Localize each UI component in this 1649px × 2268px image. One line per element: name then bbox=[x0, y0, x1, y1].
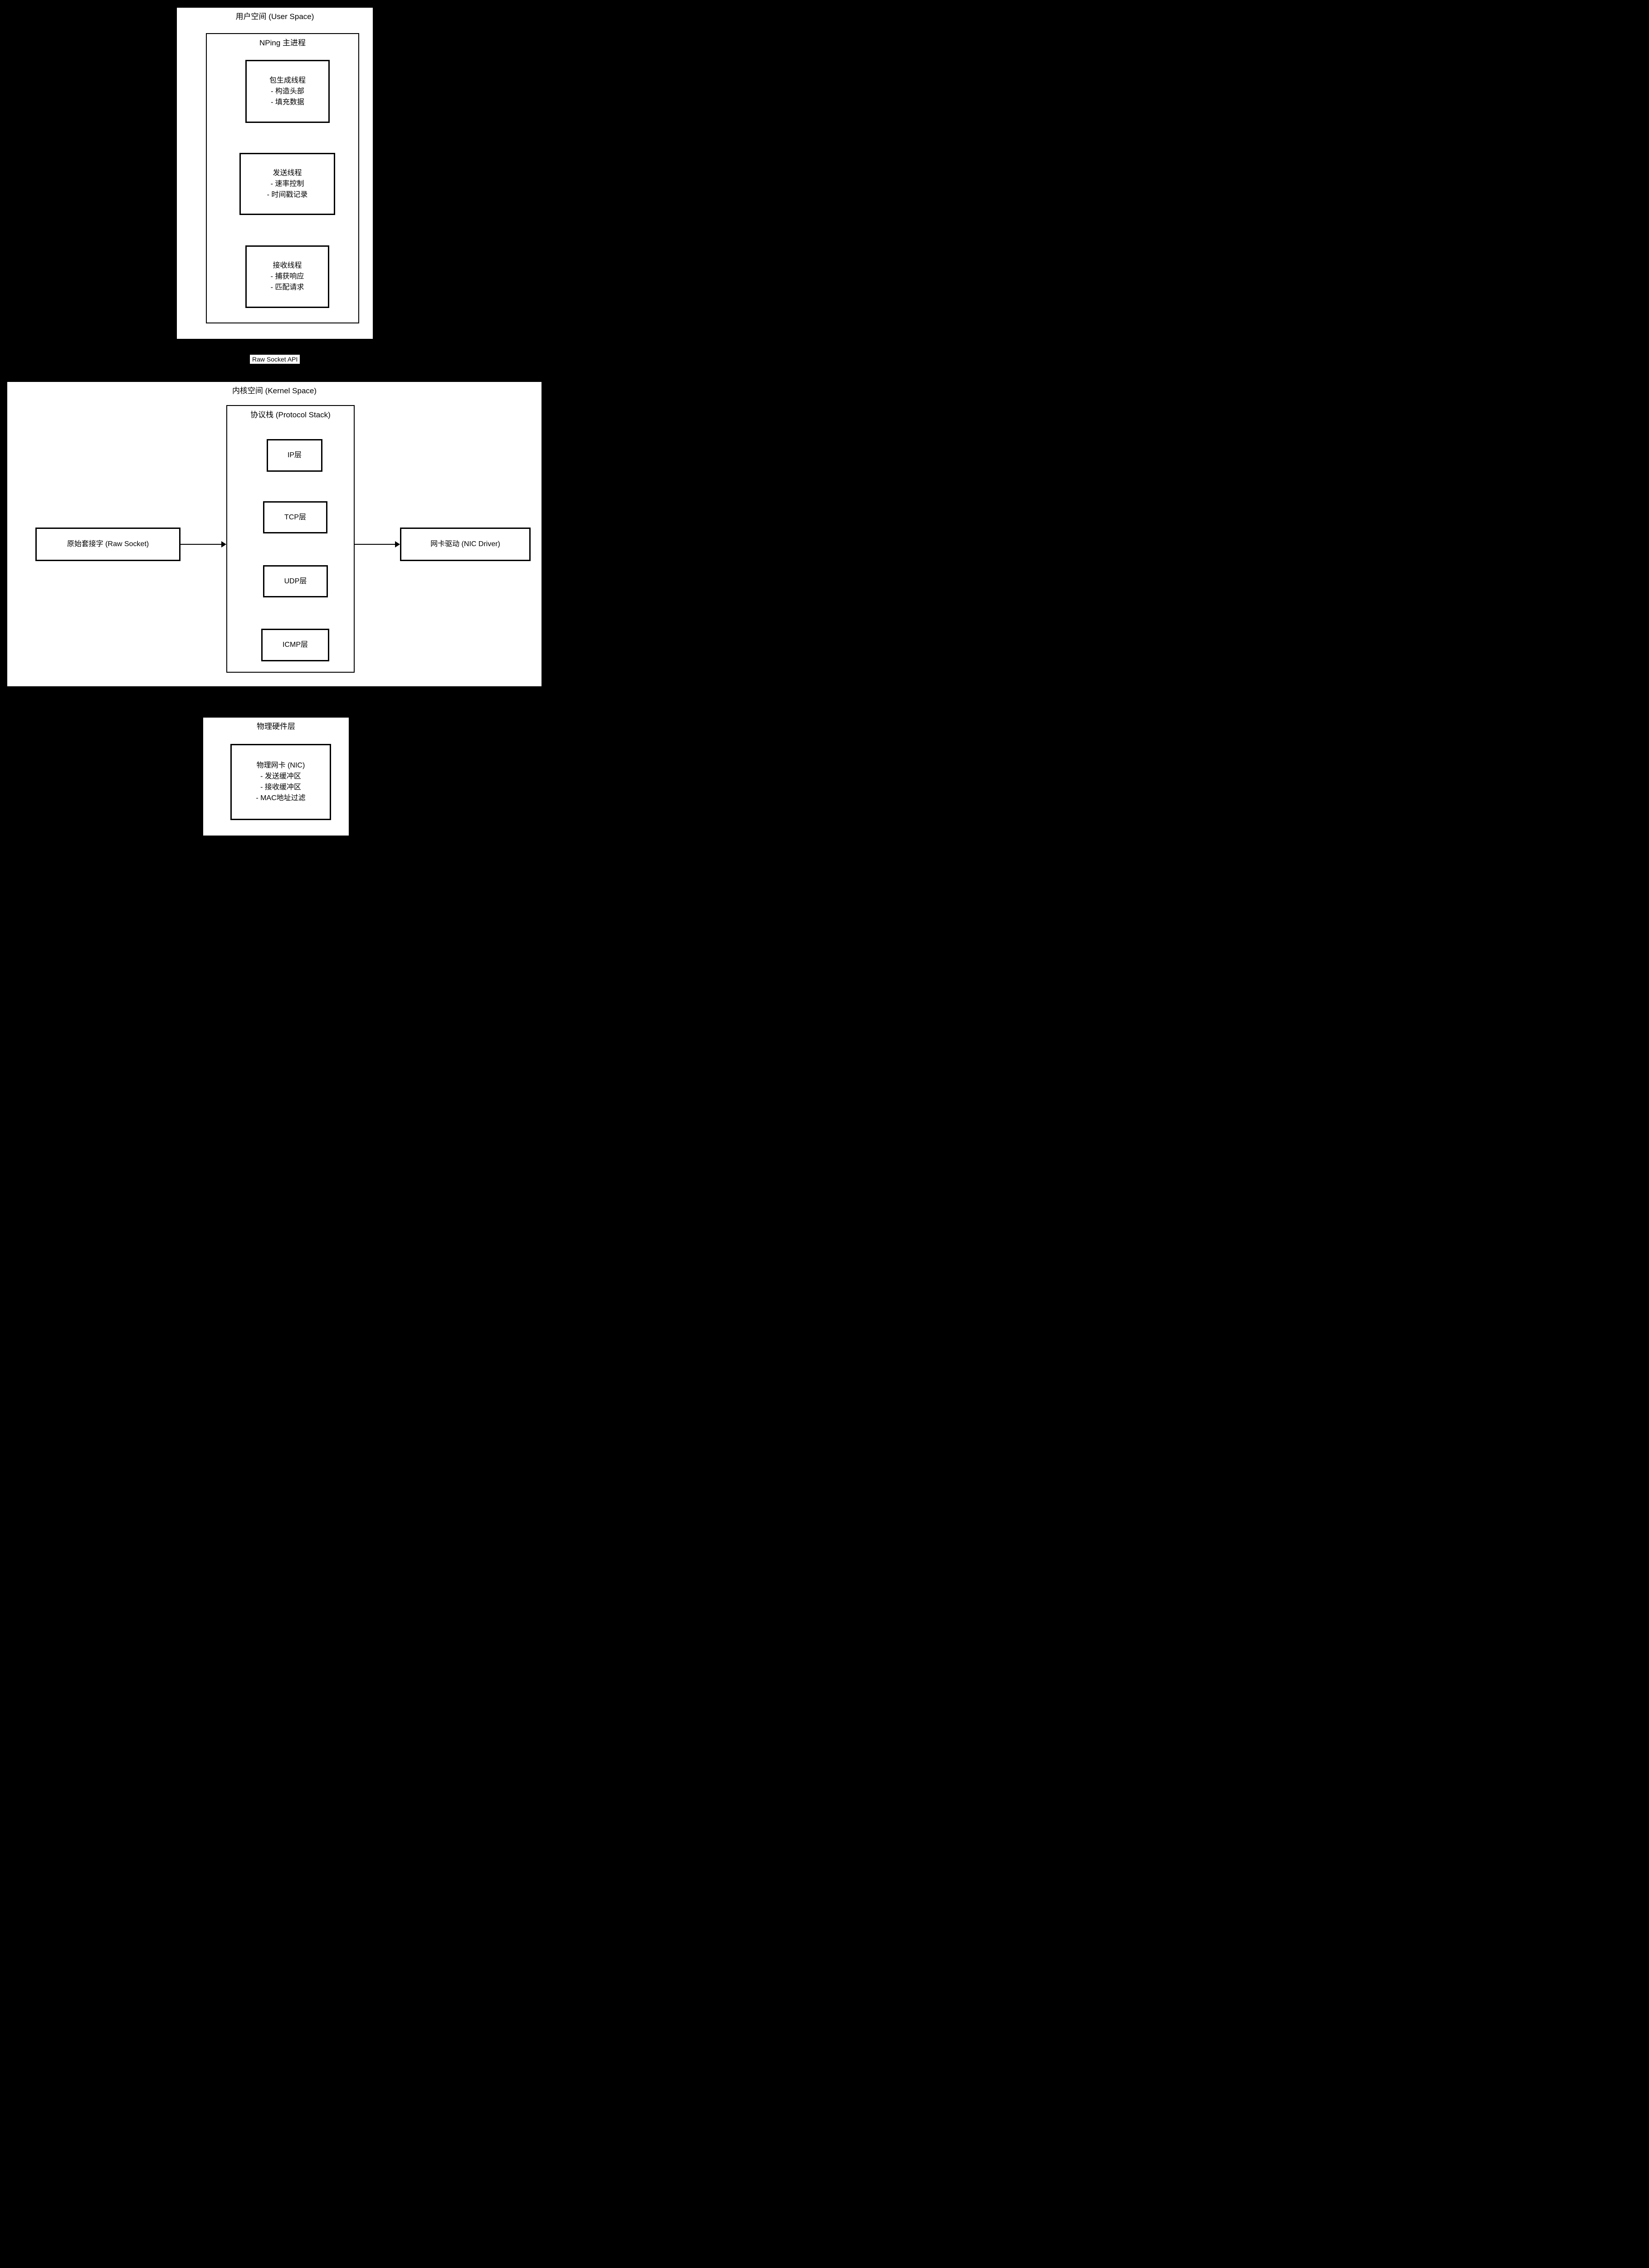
tcp-layer-label: TCP层 bbox=[284, 513, 306, 521]
packet-gen-thread-line: 包生成线程 bbox=[269, 76, 306, 84]
raw-socket-node-box: 原始套接字 (Raw Socket) bbox=[35, 528, 181, 561]
udp-layer-box: UDP层 bbox=[263, 565, 328, 597]
send-thread-line: - 速率控制 bbox=[270, 180, 304, 188]
nic-driver-node-label: 网卡驱动 (NIC Driver) bbox=[430, 540, 500, 548]
physical-nic-line: - 发送缓冲区 bbox=[260, 772, 301, 780]
packet-gen-thread-line: - 填充数据 bbox=[271, 98, 304, 106]
recv-thread-line: 接收线程 bbox=[273, 262, 302, 269]
user-space-title: 用户空间 (User Space) bbox=[235, 12, 314, 21]
arrowhead-protocol-stack-to-nic-driver bbox=[395, 541, 400, 547]
arrow-raw-socket-to-protocol-stack bbox=[181, 544, 221, 545]
udp-layer-label: UDP层 bbox=[284, 577, 307, 585]
physical-nic-box: 物理网卡 (NIC) - 发送缓冲区 - 接收缓冲区 - MAC地址过滤 bbox=[230, 744, 331, 820]
physical-nic-line: - 接收缓冲区 bbox=[260, 783, 301, 791]
send-thread-line: - 时间戳记录 bbox=[267, 191, 308, 199]
kernel-space-title: 内核空间 (Kernel Space) bbox=[232, 386, 317, 395]
recv-thread-box: 接收线程 - 捕获响应 - 匹配请求 bbox=[245, 245, 329, 308]
hardware-title: 物理硬件层 bbox=[257, 722, 295, 731]
send-thread-box: 发送线程 - 速率控制 - 时间戳记录 bbox=[239, 153, 335, 215]
nping-process-title: NPing 主进程 bbox=[259, 39, 306, 47]
send-thread-line: 发送线程 bbox=[273, 169, 302, 177]
architecture-diagram: 用户空间 (User Space) NPing 主进程 包生成线程 - 构造头部… bbox=[0, 0, 550, 843]
raw-socket-node-label: 原始套接字 (Raw Socket) bbox=[67, 540, 149, 548]
recv-thread-line: - 匹配请求 bbox=[270, 284, 304, 291]
icmp-layer-label: ICMP层 bbox=[282, 641, 308, 649]
physical-nic-line: 物理网卡 (NIC) bbox=[256, 762, 305, 769]
icmp-layer-box: ICMP层 bbox=[261, 629, 329, 661]
packet-gen-thread-line: - 构造头部 bbox=[271, 87, 304, 95]
ip-layer-label: IP层 bbox=[287, 451, 302, 459]
raw-socket-api-label-text: Raw Socket API bbox=[252, 356, 298, 363]
arrowhead-raw-socket-to-protocol-stack bbox=[221, 541, 226, 547]
protocol-stack-title: 协议栈 (Protocol Stack) bbox=[250, 411, 331, 419]
ip-layer-box: IP层 bbox=[267, 439, 322, 472]
tcp-layer-box: TCP层 bbox=[263, 501, 327, 533]
nic-driver-node-box: 网卡驱动 (NIC Driver) bbox=[400, 528, 531, 561]
packet-gen-thread-box: 包生成线程 - 构造头部 - 填充数据 bbox=[245, 60, 330, 123]
arrow-protocol-stack-to-nic-driver bbox=[355, 544, 395, 545]
recv-thread-line: - 捕获响应 bbox=[270, 273, 304, 280]
raw-socket-api-label: Raw Socket API bbox=[250, 355, 300, 364]
physical-nic-line: - MAC地址过滤 bbox=[256, 794, 306, 802]
